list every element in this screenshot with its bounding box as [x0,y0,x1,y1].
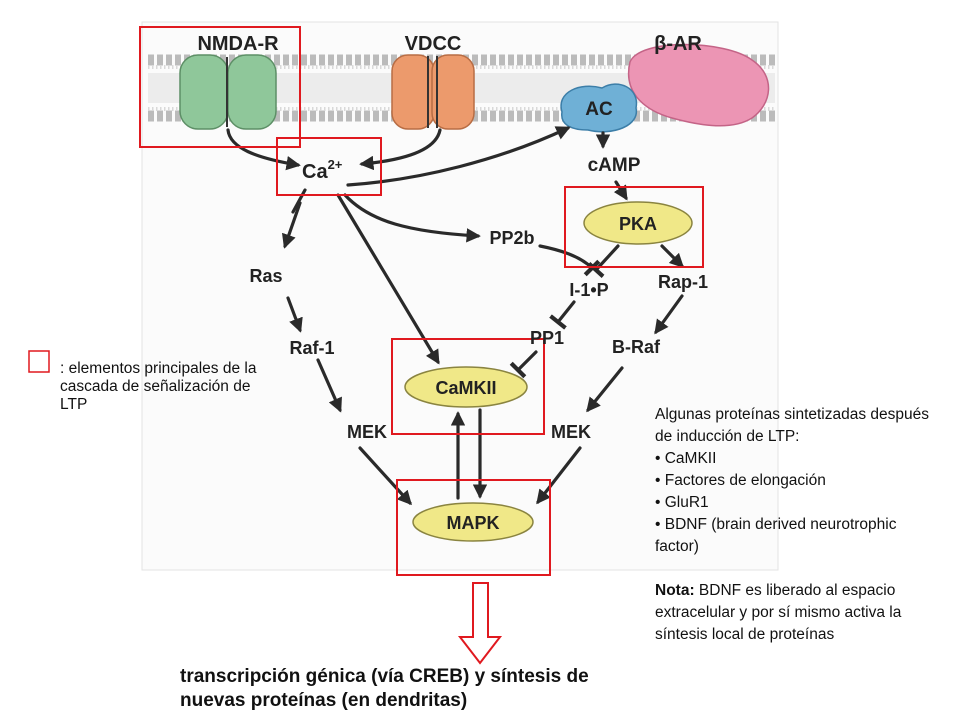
nota-text: BDNF es liberado al espacio extracelular… [655,582,902,643]
label-pp2b: PP2b [489,228,534,248]
label-ac: AC [585,99,613,120]
mapk-ellipse [412,502,534,542]
highlight-mapk [396,479,551,576]
camkii-ellipse [404,366,528,408]
protein-item: • GluR1 [655,494,709,511]
vdcc-channel-shape [391,54,475,130]
label-i1p: I-1•P [569,280,608,300]
label-calcium-charge: 2+ [328,157,343,172]
highlight-frames [139,26,704,576]
highlight-camkii [391,338,545,435]
outcome-text: transcripción génica (vía CREB) y síntes… [180,666,589,711]
nota-paragraph: Nota: BDNF es liberado al espacio extrac… [655,580,940,646]
protein-item: • CaMKII [655,450,717,467]
label-mek-left: MEK [347,422,387,442]
label-vdcc: VDCC [405,33,462,55]
proteins-note: Algunas proteínas sintetizadas después d… [655,404,940,646]
label-pp1: PP1 [530,328,564,348]
highlight-pka [564,186,704,268]
beta-ar-receptor-shape [627,43,770,127]
spacer [655,558,940,580]
ac-enzyme-shape [560,83,638,133]
label-camkii: CaMKII [435,378,496,398]
label-rap1: Rap-1 [658,272,708,292]
highlight-nmda [139,26,301,148]
label-calcium: Ca2+ [302,157,343,183]
label-raf1: Raf-1 [289,338,334,358]
label-nmda-r: NMDA-R [197,33,279,55]
label-pka: PKA [619,214,657,234]
label-calcium-base: Ca [302,161,328,183]
legend-text: : elementos principales de la cascada de… [60,360,257,413]
nota-label: Nota: [655,582,695,599]
protein-item: • Factores de elongación [655,472,826,489]
pathway-arrows [226,126,685,506]
nmda-receptor-shape [179,54,277,130]
label-braf: B-Raf [612,337,661,357]
label-beta-ar: β-AR [654,33,702,55]
label-mapk: MAPK [447,513,500,533]
legend-box [28,350,50,373]
label-camp: cAMP [588,155,641,176]
protein-item: • BDNF (brain derived neurotrophic facto… [655,516,897,555]
label-ras: Ras [249,266,282,286]
proteins-heading: Algunas proteínas sintetizadas después d… [655,406,930,445]
pka-ellipse [583,201,693,245]
outcome-arrow [457,582,503,665]
highlight-calcium [276,137,382,196]
label-mek-right: MEK [551,422,591,442]
